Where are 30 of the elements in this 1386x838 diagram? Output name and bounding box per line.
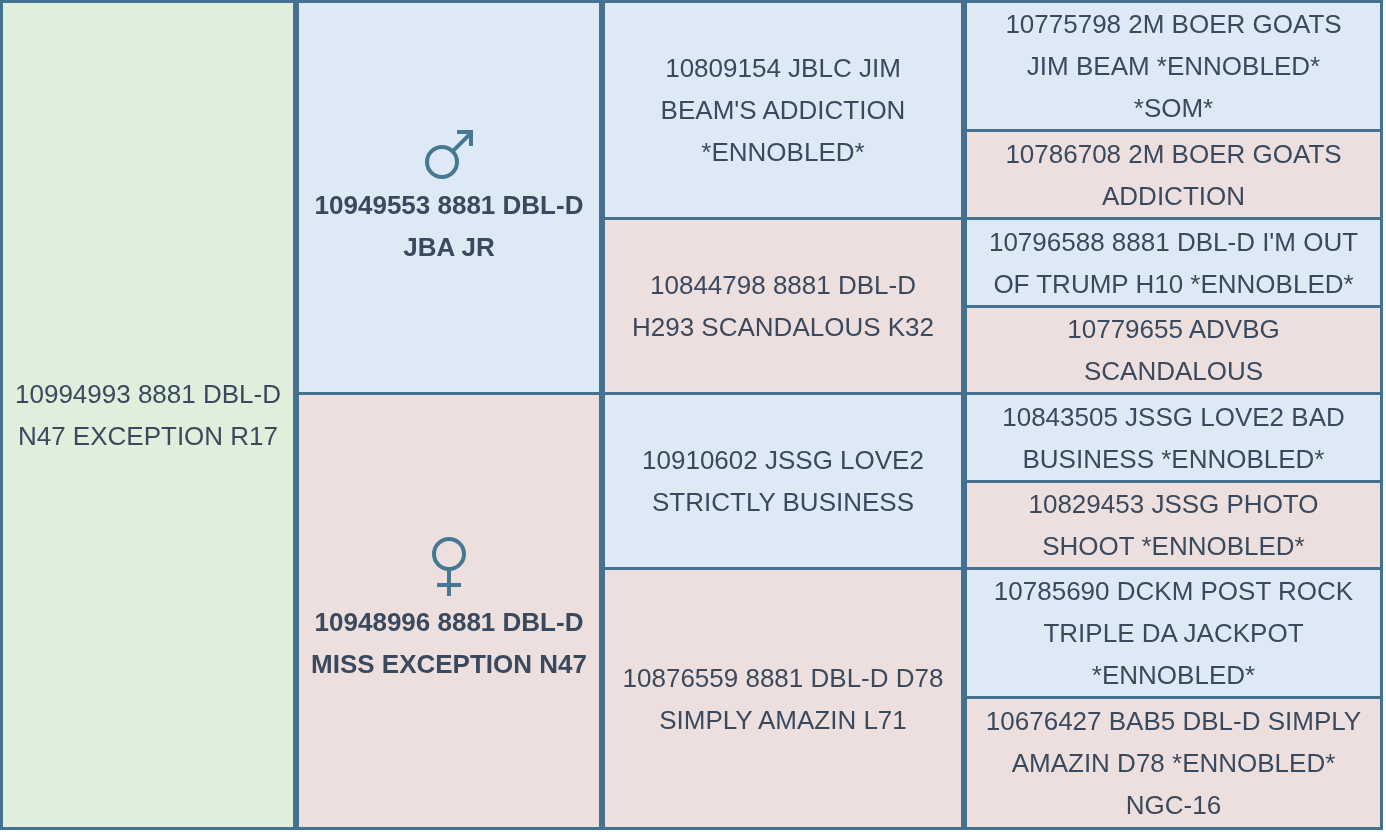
animal-name: 10796588 8881 DBL-D I'M OUT OF TRUMP H10 *ENNOBLED* [987, 225, 1360, 301]
animal-name: 10949553 8881 DBL-D JBA JR [313, 188, 585, 264]
animal-name: 10948996 8881 DBL-D MISS EXCEPTION N47 [310, 606, 588, 681]
pedigree-cell [0, 0, 296, 830]
pedigree-cell [964, 392, 1383, 483]
animal-name: 10843505 JSSG LOVE2 BAD BUSINESS *ENNOBLED* [1001, 400, 1346, 476]
animal-name: 10786708 2M BOER GOATS ADDICTION [1004, 137, 1343, 213]
pedigree-cell [964, 696, 1383, 830]
animal-name: 10994993 8881 DBL-D N47 EXCEPTION R17 [14, 378, 282, 453]
pedigree-cell [602, 217, 964, 395]
pedigree-cell [296, 392, 602, 830]
pedigree-cell [602, 567, 964, 830]
pedigree-cell [964, 0, 1383, 132]
pedigree-cell [602, 0, 964, 220]
animal-name: 10910602 JSSG LOVE2 STRICTLY BUSINESS [641, 444, 925, 519]
pedigree-cell [964, 217, 1383, 308]
pedigree-cell [964, 305, 1383, 395]
animal-name: 10779655 ADVBG SCANDALOUS [1066, 313, 1281, 388]
animal-name: 10785690 DCKM POST ROCK TRIPLE DA JACKPOT *ENNOBLED* [992, 575, 1355, 692]
pedigree-cell [296, 0, 602, 395]
animal-name: 10809154 JBLC JIM BEAM'S ADDICTION *ENNOBLED* [659, 52, 907, 169]
pedigree-cell [602, 392, 964, 570]
animal-name: 10829453 JSSG PHOTO SHOOT *ENNOBLED* [1027, 488, 1320, 563]
pedigree-cell [964, 129, 1383, 220]
pedigree-cell [964, 567, 1383, 699]
animal-name: 10844798 8881 DBL-D H293 SCANDALOUS K32 [631, 269, 935, 344]
animal-name: 10775798 2M BOER GOATS JIM BEAM *ENNOBLED* *SOM* [1004, 8, 1343, 125]
animal-name: 10676427 BAB5 DBL-D SIMPLY AMAZIN D78 *ENNOBLED* NGC-16 [984, 705, 1363, 822]
animal-name: 10876559 8881 DBL-D D78 SIMPLY AMAZIN L71 [621, 661, 945, 737]
pedigree-cell [964, 480, 1383, 570]
